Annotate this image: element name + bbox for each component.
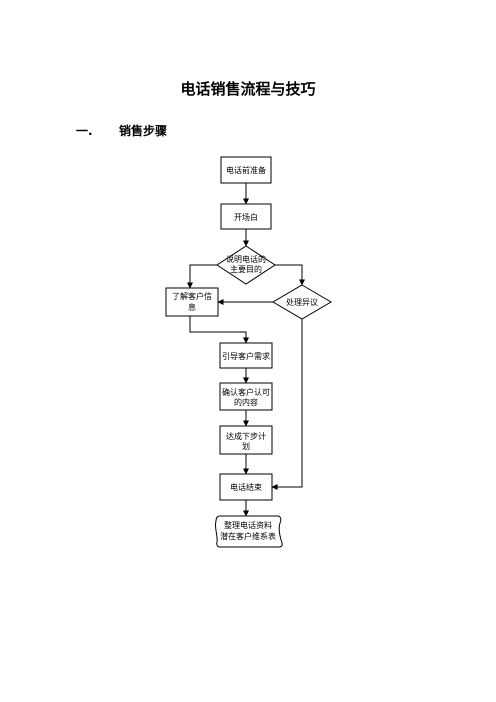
node-objection-decision: 处理异议 <box>272 284 332 320</box>
node-record-label-line1: 整理电话资料 <box>224 520 272 530</box>
node-learn-label-line2: 息 <box>188 302 196 312</box>
node-purpose-label-line1: 说明电话的 <box>226 254 266 264</box>
node-prep-label: 电话前准备 <box>226 165 266 175</box>
arrow-purpose-to-learn <box>187 264 217 289</box>
node-next-label-line1: 达成下步计 <box>226 431 266 441</box>
node-end-label: 电话结束 <box>230 482 262 492</box>
node-next-label-line2: 划 <box>242 441 250 451</box>
node-confirm: 确认客户认可 的内容 <box>219 382 273 411</box>
node-guide-label: 引导客户需求 <box>222 351 270 361</box>
arrow-learn-to-guide <box>189 316 249 344</box>
document-title: 电话销售流程与技巧 <box>180 80 316 98</box>
flow-connectors <box>187 183 305 517</box>
section-title: 销售步骤 <box>119 124 168 138</box>
node-record-document: 整理电话资料 潜在客户维系表 <box>214 515 283 548</box>
arrow-objection-to-end <box>271 319 303 490</box>
node-opening-label: 开场白 <box>234 212 258 222</box>
node-record-label-line2: 潜在客户维系表 <box>220 531 276 541</box>
arrow-purpose-to-objection <box>275 264 305 286</box>
node-prep: 电话前准备 <box>220 156 272 184</box>
node-learn-label-line1: 了解客户信 <box>172 291 212 301</box>
node-next-plan: 达成下步计 划 <box>219 425 273 455</box>
node-confirm-label-line2: 的内容 <box>234 397 258 407</box>
node-call-end: 电话结束 <box>219 473 273 501</box>
node-objection-label: 处理异议 <box>286 297 318 307</box>
section-number: 一. <box>76 124 93 138</box>
node-learn-info: 了解客户信 息 <box>165 287 219 317</box>
node-opening: 开场白 <box>220 203 272 230</box>
node-purpose-label-line2: 主要目的 <box>230 264 262 274</box>
node-purpose-decision: 说明电话的 主要目的 <box>216 245 276 285</box>
node-guide-needs: 引导客户需求 <box>219 342 273 369</box>
node-confirm-label-line1: 确认客户认可 <box>222 387 270 397</box>
